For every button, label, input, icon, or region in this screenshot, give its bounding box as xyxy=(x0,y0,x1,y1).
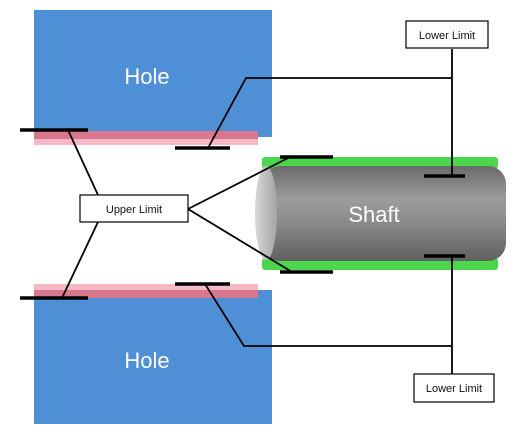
bottom-hole-tolerance-band-light xyxy=(34,284,258,290)
shaft-label: Shaft xyxy=(348,202,399,227)
top-hole-label: Hole xyxy=(124,64,169,89)
lower-limit-bottom-callout: Lower Limit xyxy=(413,373,495,403)
lower-limit-bottom-label: Lower Limit xyxy=(426,383,482,395)
upper-leader-bottom-hole xyxy=(61,221,99,299)
upper-leader-shaft-top xyxy=(187,156,291,210)
bottom-hole-block xyxy=(34,290,272,424)
top-hole-tolerance-band-light xyxy=(34,139,258,145)
lower-limit-top-box xyxy=(405,20,489,49)
top-hole-block xyxy=(34,10,272,137)
upper-leader-shaft-bottom xyxy=(187,208,293,273)
upper-limit-box xyxy=(79,194,189,223)
lower-limit-bottom-box xyxy=(413,373,495,403)
shaft-body xyxy=(262,166,506,261)
leader-lines xyxy=(20,49,465,374)
lower-limit-top-label: Lower Limit xyxy=(419,30,475,42)
shaft-end-cap xyxy=(255,166,277,260)
upper-limit-label: Upper Limit xyxy=(106,204,162,216)
bottom-hole-label: Hole xyxy=(124,348,169,373)
lower-limit-top-callout: Lower Limit xyxy=(405,20,489,49)
upper-leader-top-hole xyxy=(67,129,99,196)
lower-leader-bottom-hole xyxy=(204,283,452,347)
top-hole-tolerance-band xyxy=(34,131,258,139)
upper-limit-callout: Upper Limit xyxy=(79,194,189,223)
bottom-hole-tolerance-band xyxy=(34,290,258,298)
bottom-hole: Hole xyxy=(34,284,272,424)
shaft: Shaft xyxy=(255,157,506,270)
lower-leader-top-hole xyxy=(207,77,452,149)
top-hole: Hole xyxy=(34,10,272,145)
